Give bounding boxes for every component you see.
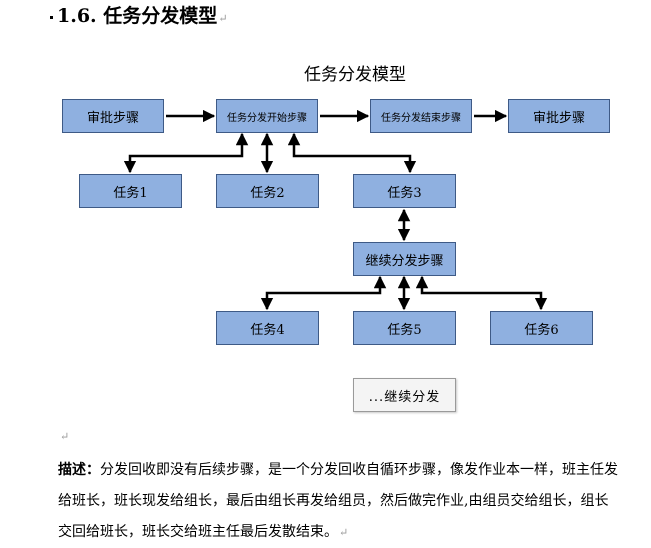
description-label: 描述： bbox=[58, 462, 100, 478]
approve-step-box-1: 审批步骤 bbox=[62, 99, 164, 133]
arrow-start-task1 bbox=[123, 132, 249, 174]
continue-dispatch-step-box: 继续分发步骤 bbox=[353, 242, 456, 276]
diagram-title: 任务分发模型 bbox=[304, 65, 406, 85]
bullet-dot bbox=[50, 15, 53, 19]
paragraph-mark: ↵ bbox=[60, 430, 70, 443]
arrow-continue-task6 bbox=[415, 275, 548, 311]
paragraph-mark: ↵ bbox=[218, 12, 228, 25]
more-dispatch-box: ...继续分发 bbox=[353, 378, 456, 412]
dispatch-end-step-box: 任务分发结束步骤 bbox=[370, 99, 472, 133]
section-number: 1.6. bbox=[57, 5, 97, 27]
dispatch-start-step-box: 任务分发开始步骤 bbox=[216, 99, 318, 133]
task-1-box: 任务1 bbox=[79, 174, 182, 208]
task-2-box: 任务2 bbox=[216, 174, 319, 208]
task-3-box: 任务3 bbox=[353, 174, 456, 208]
section-title: 任务分发模型 bbox=[103, 5, 218, 27]
task-4-box: 任务4 bbox=[216, 311, 319, 345]
task-5-box: 任务5 bbox=[353, 311, 456, 345]
description-paragraph: 描述：分发回收即没有后续步骤，是一个分发回收自循环步骤，像发作业本一样，班主任发… bbox=[58, 455, 618, 548]
paragraph-mark: ↵ bbox=[339, 526, 349, 539]
arrow-continue-task4 bbox=[260, 275, 387, 311]
task-6-box: 任务6 bbox=[490, 311, 593, 345]
arrow-start-task3 bbox=[287, 132, 417, 174]
description-text: 分发回收即没有后续步骤，是一个分发回收自循环步骤，像发作业本一样，班主任发给班长… bbox=[58, 462, 618, 540]
section-heading: 1.6. 任务分发模型↵ bbox=[50, 1, 228, 28]
approve-step-box-2: 审批步骤 bbox=[508, 99, 610, 133]
